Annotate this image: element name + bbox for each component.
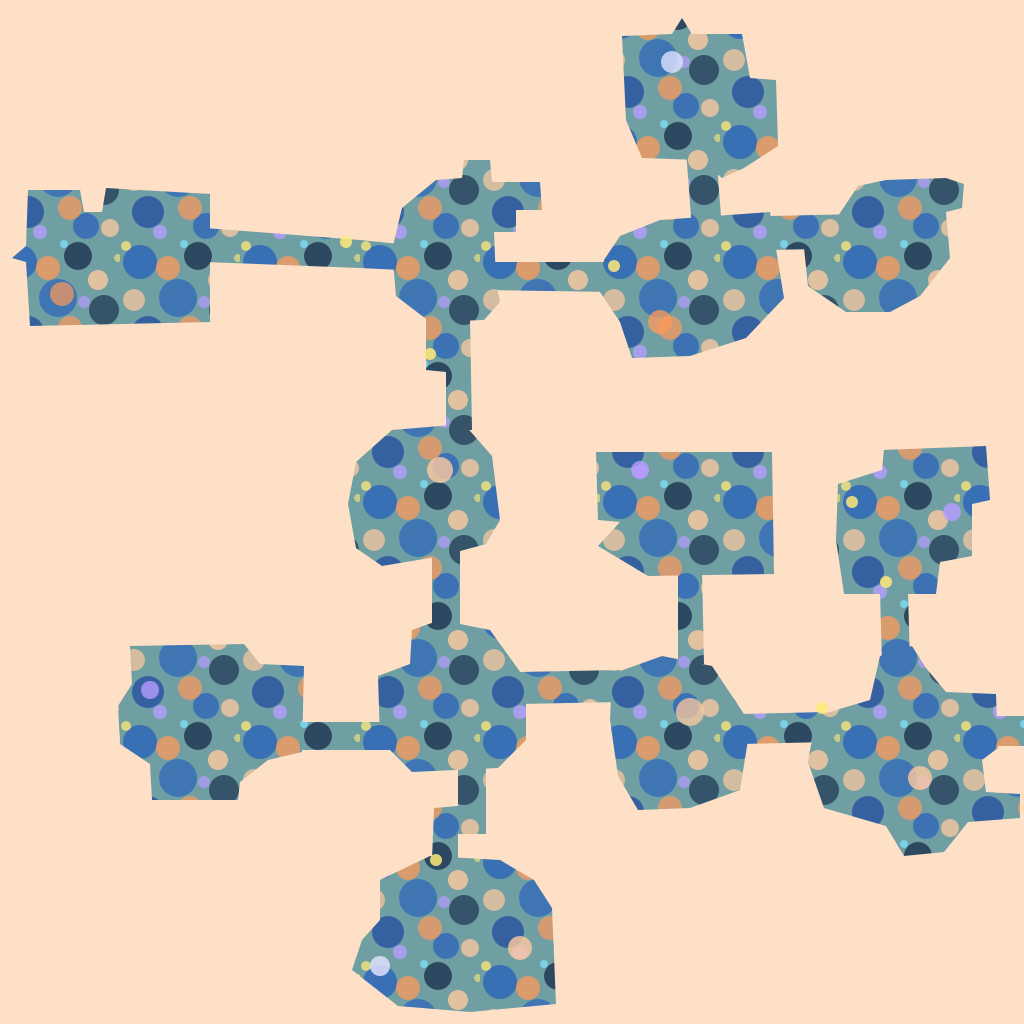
corridors <box>205 150 1024 860</box>
room-far-east-upper <box>804 178 964 312</box>
corridor-far-east-middle-to-lower <box>880 592 910 664</box>
room-west <box>12 188 210 326</box>
room-center <box>348 424 500 566</box>
glow-light <box>141 681 159 699</box>
glow-light <box>608 260 620 272</box>
room-north-central <box>392 160 542 322</box>
room-north-east-hub <box>600 212 784 358</box>
glow-light <box>648 310 672 334</box>
glow-light <box>661 51 683 73</box>
glow-light <box>424 348 436 360</box>
glow-light <box>676 698 704 726</box>
room-far-east-middle <box>836 446 990 594</box>
room-east-middle <box>596 452 774 576</box>
rooms <box>12 18 1020 1012</box>
room-south <box>352 856 556 1012</box>
room-south-west <box>118 644 304 800</box>
room-south-hub <box>378 620 526 772</box>
corridor-south-hub-to-south-east <box>520 670 620 704</box>
corridor-center-to-south-hub <box>432 548 460 636</box>
corridor-south-hub-to-south <box>432 764 486 860</box>
glow-light <box>340 236 352 248</box>
room-north-top <box>622 18 778 178</box>
glow-light <box>908 766 932 790</box>
glow-light <box>816 702 828 714</box>
floor-highlights <box>50 51 961 976</box>
glow-light <box>427 457 453 483</box>
glow-light <box>50 282 74 306</box>
corridor-east-exit <box>992 716 1024 746</box>
glow-light <box>370 956 390 976</box>
corridor-north-central-to-hub <box>488 262 612 292</box>
corridor-east-middle-to-south-east <box>678 570 704 664</box>
corridor-north-central-to-center <box>426 318 472 430</box>
glow-light <box>846 496 858 508</box>
room-south-east <box>610 656 748 810</box>
room-far-east-lower <box>808 646 1020 856</box>
glow-light <box>880 576 892 588</box>
glow-light <box>943 503 961 521</box>
glow-light <box>508 936 532 960</box>
corridor-south-west-to-south-hub <box>298 722 392 750</box>
glow-light <box>430 854 442 866</box>
corridor-south-east-to-far-east-lower <box>740 712 828 744</box>
glow-light <box>631 461 649 479</box>
corridor-west-to-north-central <box>205 228 400 270</box>
